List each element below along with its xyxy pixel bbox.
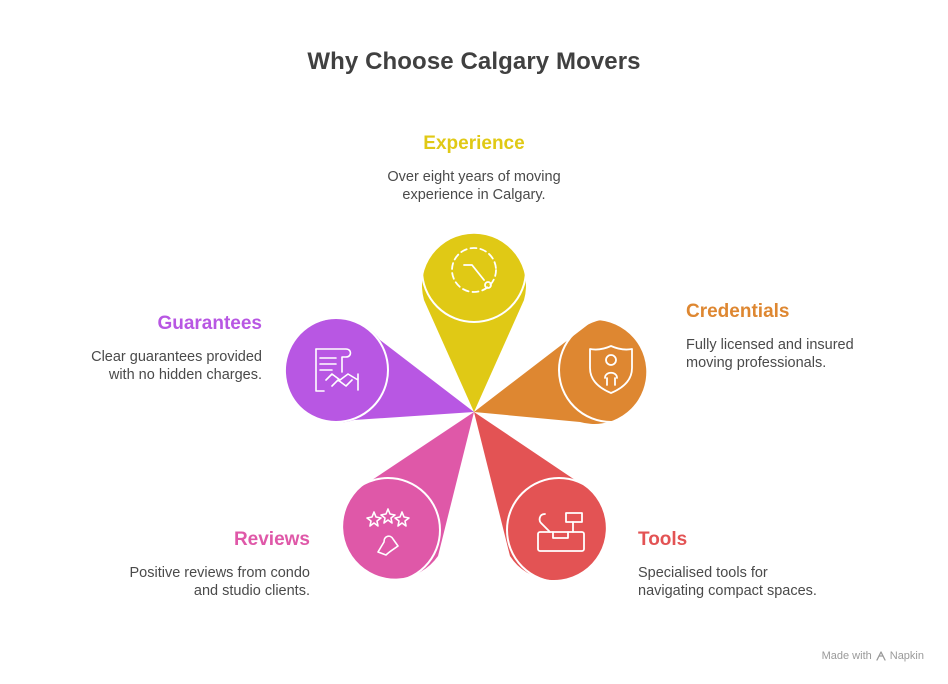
tools-description: Specialised tools for navigating compact…: [638, 564, 868, 600]
credentials-description: Fully licensed and insured moving profes…: [686, 336, 916, 372]
petal-guarantees: [283, 317, 474, 423]
credentials-description-line: moving professionals.: [686, 355, 827, 371]
guarantees-description-line: Clear guarantees provided: [91, 349, 262, 365]
shield-person-icon: [589, 345, 633, 394]
tools-description-line: navigating compact spaces.: [638, 583, 817, 599]
credentials-title: Credentials: [686, 301, 790, 322]
guarantees-title: Guarantees: [157, 313, 262, 334]
experience-title: Experience: [423, 133, 525, 154]
contract-handshake-icon: [315, 348, 359, 392]
guarantees-description-line: with no hidden charges.: [108, 367, 262, 383]
petal-tools: [474, 412, 612, 583]
reviews-description: Positive reviews from condo and studio c…: [80, 564, 310, 600]
petal-reviews: [335, 412, 474, 583]
made-with-napkin-badge[interactable]: Made with Napkin: [822, 650, 924, 662]
petal-experience: [421, 217, 527, 412]
guarantees-description: Clear guarantees provided with no hidden…: [32, 348, 262, 384]
reviews-description-line: Positive reviews from condo: [129, 565, 310, 581]
clock-icon: [451, 247, 497, 293]
tools-description-line: Specialised tools for: [638, 565, 768, 581]
toolbox-icon: [537, 512, 585, 552]
napkin-logo-icon: [876, 651, 886, 661]
page-title: Why Choose Calgary Movers: [307, 48, 641, 75]
made-with-label: Made with: [821, 650, 872, 662]
experience-description-line: experience in Calgary.: [402, 187, 546, 203]
stars-hand-icon: [366, 508, 410, 556]
experience-description-line: Over eight years of moving: [387, 169, 561, 185]
credentials-description-line: Fully licensed and insured: [686, 337, 854, 353]
reviews-title: Reviews: [233, 529, 310, 550]
napkin-brand-label: Napkin: [889, 650, 924, 662]
experience-description: Over eight years of moving experience in…: [362, 168, 586, 204]
tools-title: Tools: [638, 529, 688, 550]
petal-credentials: [474, 317, 664, 424]
reviews-description-line: and studio clients.: [193, 583, 310, 599]
